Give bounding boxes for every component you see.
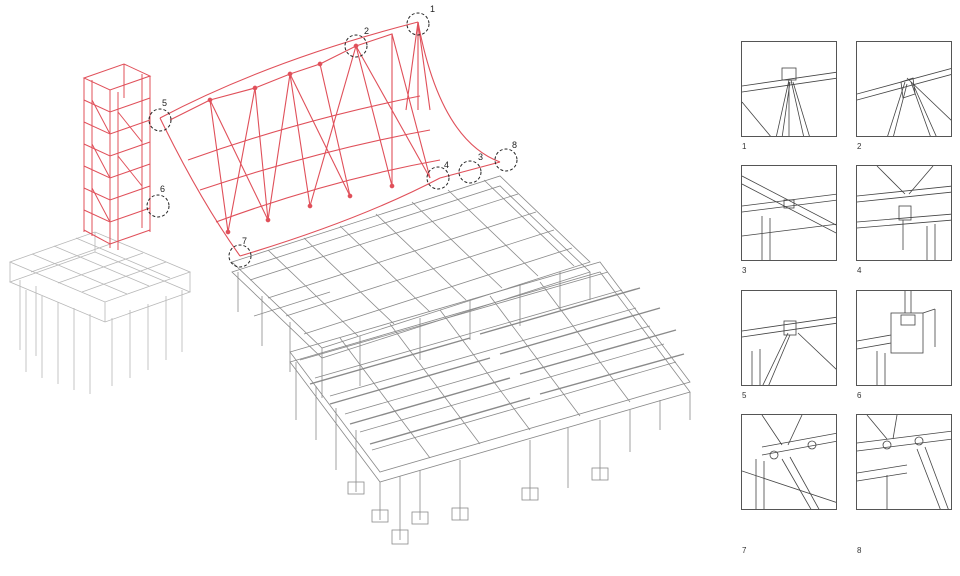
detail-label-5: 5 [742,391,747,400]
detail-label-7: 7 [742,546,747,555]
callout-ring-3 [458,160,482,184]
detail-panel-3 [741,165,837,261]
detail-panel-1 [741,41,837,137]
detail-panel-8 [856,414,952,510]
detail-panel-5 [741,290,837,386]
callout-ring-4 [426,166,450,190]
detail-4-drawing [857,166,951,260]
red-tower [82,63,152,250]
callout-label-4: 4 [444,160,450,170]
red-tensile-roof [159,21,501,257]
callout-rings [146,12,518,268]
callout-ring-6 [146,194,170,218]
detail-8-drawing [857,415,951,509]
detail-1-drawing [742,67,836,136]
detail-panel-7 [741,414,837,510]
callout-label-5: 5 [162,98,168,108]
callout-label-1: 1 [430,4,436,14]
callout-ring-5 [148,108,172,132]
callout-label-8: 8 [512,140,518,150]
detail-panel-6 [856,290,952,386]
detail-5-drawing [742,316,836,385]
detail-label-8: 8 [857,546,862,555]
detail-6-drawing [857,291,936,385]
callout-label-7: 7 [242,236,248,246]
detail-7-drawing [742,415,836,509]
detail-panel-2 [856,41,952,137]
detail-label-1: 1 [742,142,747,151]
detail-label-6: 6 [857,391,862,400]
callout-label-2: 2 [364,26,370,36]
detail-2-drawing [857,68,951,136]
callout-label-6: 6 [160,184,166,194]
callout-label-3: 3 [478,152,484,162]
mid-deck-structure [231,175,591,398]
detail-panel-4 [856,165,952,261]
left-foundation-frame [8,231,192,394]
detail-label-4: 4 [857,266,862,275]
detail-label-3: 3 [742,266,747,275]
callout-ring-8 [494,148,518,172]
callout-ring-1 [406,12,430,36]
callout-ring-2 [344,34,368,58]
detail-3-drawing [742,175,836,260]
detail-label-2: 2 [857,142,862,151]
callout-ring-7 [228,244,252,268]
